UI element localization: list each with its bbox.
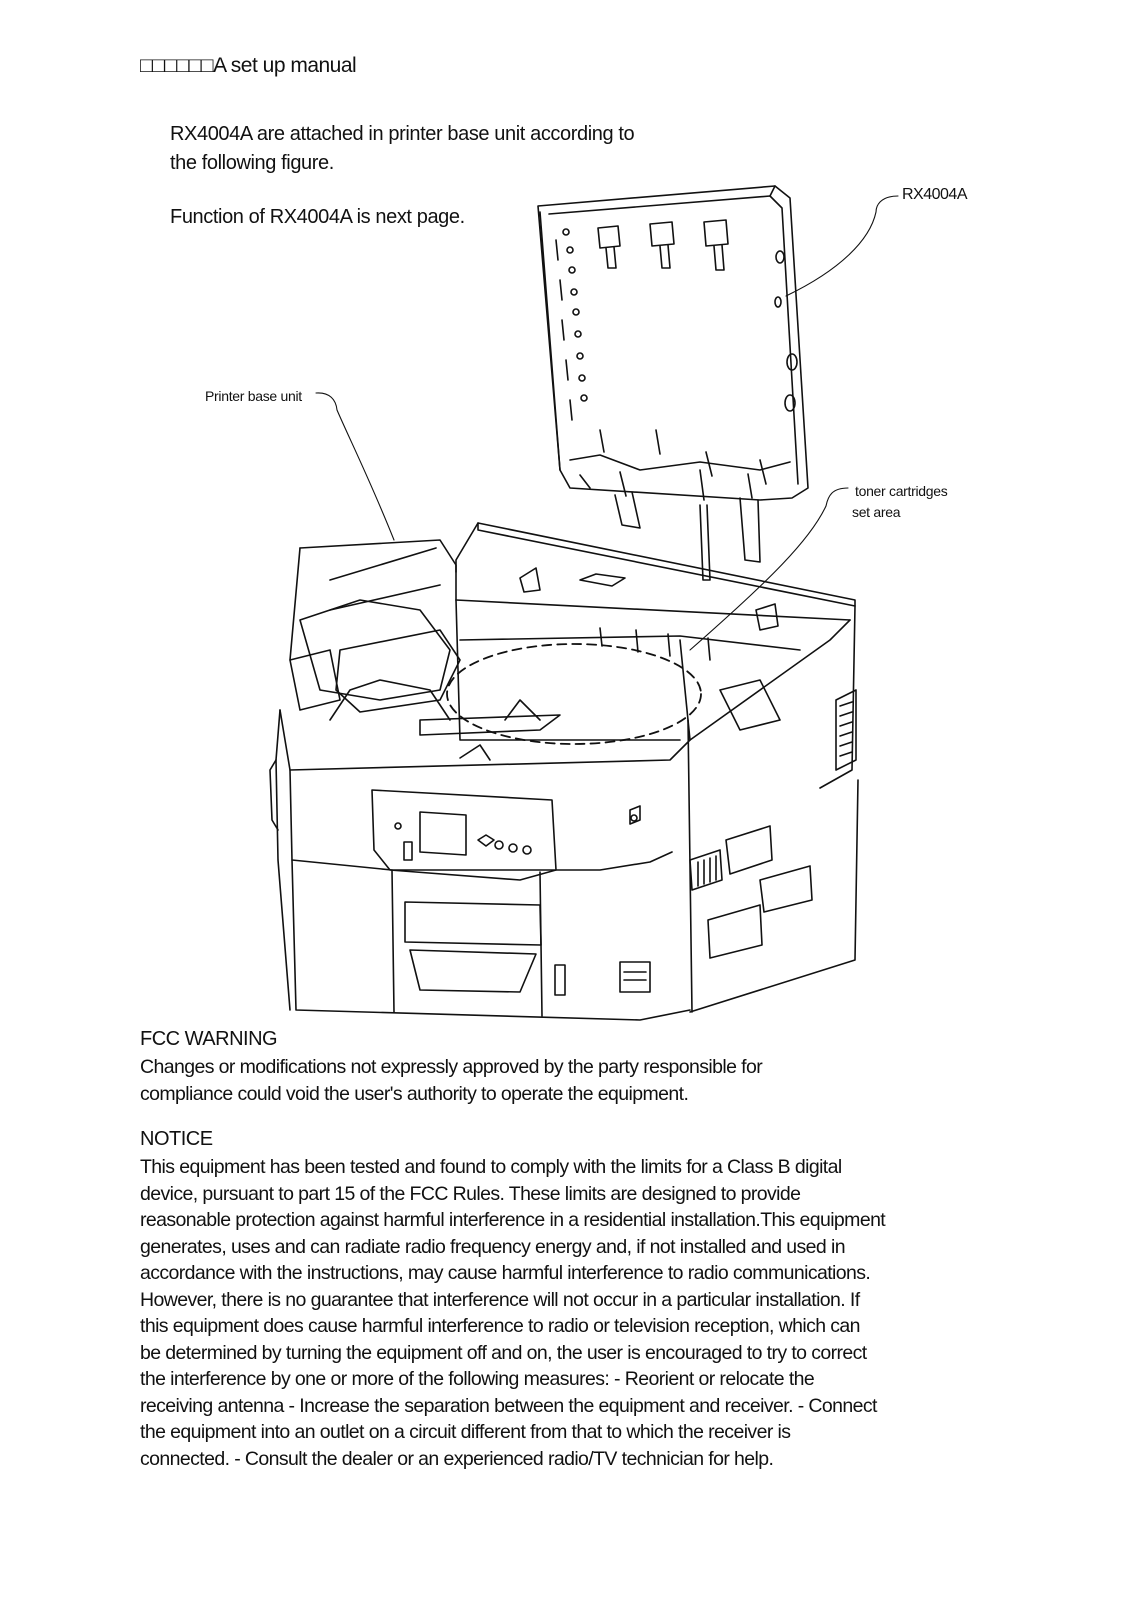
printer-base-drawing (269, 522, 859, 1021)
fcc-line: Changes or modifications not expressly a… (140, 1056, 763, 1078)
label-toner-area-line2: set area (852, 504, 901, 520)
notice-line: generates, uses and can radiate radio fr… (140, 1235, 846, 1258)
page-header: □□□□□□A set up manual (140, 54, 357, 77)
fcc-warning-title: FCC WARNING (140, 1028, 278, 1050)
fcc-line: compliance could void the user's authori… (140, 1082, 689, 1105)
intro-text: RX4004A are attached in printer base uni… (170, 120, 635, 178)
label-toner-area-line1: toner cartridges (855, 483, 948, 499)
notice-title: NOTICE (140, 1128, 213, 1150)
intro-line-2: the following figure. (170, 152, 334, 174)
notice-line: the equipment into an outlet on a circui… (140, 1421, 791, 1443)
notice-line: connected. - Consult the dealer or an ex… (140, 1447, 774, 1470)
rx4004a-callout-line (785, 195, 899, 297)
fcc-warning-body: Changes or modifications not expressly a… (140, 1054, 1020, 1107)
notice-line: receiving antenna - Increase the separat… (140, 1394, 877, 1417)
notice-line: However, there is no guarantee that inte… (140, 1288, 860, 1311)
intro-line-1: RX4004A are attached in printer base uni… (170, 123, 635, 145)
notice-line: This equipment has been tested and found… (140, 1156, 842, 1178)
printer-assembly-figure (269, 185, 899, 1021)
notice-line: be determined by turning the equipment o… (140, 1341, 867, 1364)
notice-line: reasonable protection against harmful in… (140, 1209, 886, 1231)
notice-line: accordance with the instructions, may ca… (140, 1262, 871, 1284)
notice-line: the interference by one or more of the f… (140, 1368, 815, 1390)
label-rx4004a: RX4004A (902, 186, 968, 203)
rx4004a-module-drawing (537, 185, 809, 581)
toner-area-callout-line (689, 487, 849, 651)
notice-line: device, pursuant to part 15 of the FCC R… (140, 1182, 801, 1205)
toner-area-outline (446, 643, 702, 745)
intro-line-3: Function of RX4004A is next page. (170, 206, 465, 228)
notice-line: this equipment does cause harmful interf… (140, 1315, 861, 1337)
printer-base-callout-line (315, 392, 395, 541)
label-printer-base-unit: Printer base unit (205, 388, 302, 404)
notice-body: This equipment has been tested and found… (140, 1154, 1020, 1472)
